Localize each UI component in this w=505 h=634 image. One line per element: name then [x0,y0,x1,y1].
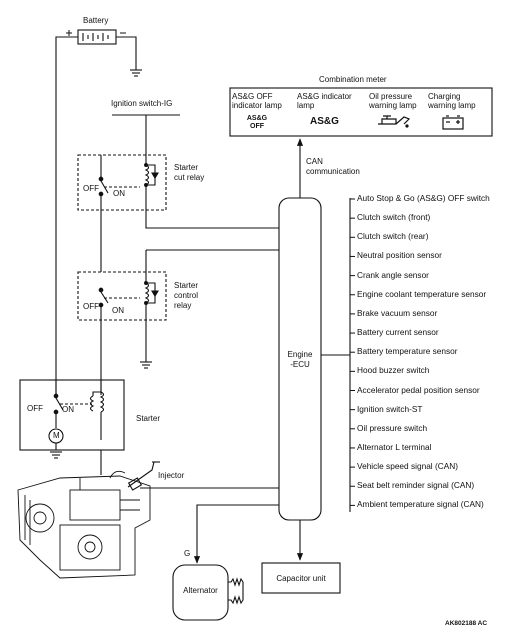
ecu-input-8: Battery temperature sensor [357,346,458,357]
engine-ecu-label-1: Engine [287,350,313,359]
ecu-input-5: Engine coolant temperature sensor [357,288,487,299]
starter-control-relay-coil [144,250,159,362]
starter-cut-relay-coil [144,155,159,210]
meter-item-asg-line2: lamp [297,101,315,110]
combination-meter-label: Combination meter [319,75,387,84]
battery-icon [442,115,464,130]
meter-item-charging-line1: Charging [428,92,461,101]
ecu-input-13: Alternator L terminal [357,441,432,452]
asg-symbol: AS&G [310,116,339,127]
battery-symbol [77,29,117,45]
engine-illustration [17,470,151,579]
starter-motor-icon [48,428,64,450]
starter-box [19,379,125,451]
cut-relay-ecu-wire [145,210,279,229]
ecu-input-15: Seat belt reminder signal (CAN) [357,480,475,491]
ecu-alternator-wire [193,504,279,564]
ecu-input-1: Clutch switch (front) [357,212,431,223]
starter-on-label: ON [62,405,74,414]
ignition-switch-label: Ignition switch-IG [111,99,173,108]
ecu-input-10: Accelerator pedal position sensor [357,384,480,395]
control-relay-off-label: OFF [83,302,99,311]
battery-ground-icon [130,69,142,77]
starter-cut-relay-label-1: Starter [174,163,199,172]
alternator-symbol [172,564,244,621]
battery-plus-minus [66,30,126,36]
engine-ecu-label-2: -ECU [290,360,310,369]
ecu-input-16: Ambient temperature signal (CAN) [357,499,484,510]
ecu-input-4: Crank angle sensor [357,269,429,280]
starter-control-relay-label-2: control [174,291,199,300]
can-label-1: CAN [306,157,323,166]
starter-motor-label: M [53,431,60,440]
ecu-input-6: Brake vacuum sensor [357,307,438,318]
meter-item-oil-line1: Oil pressure [369,92,413,101]
cut-relay-off-label: OFF [83,184,99,193]
meter-item-asg-off-line1: AS&G OFF [232,92,273,101]
starter-cut-relay-label-2: cut relay [174,173,205,182]
meter-item-asg-off-line2: indicator lamp [232,101,282,110]
starter-off-label: OFF [27,404,43,413]
battery-positive-wire [55,36,78,395]
alternator-terminal-label: G [184,549,191,558]
starter-control-relay-label-1: Starter [174,281,199,290]
starter-control-relay-switch [98,287,140,308]
asg-off-symbol: AS&G OFF [246,115,268,130]
ecu-input-7: Battery current sensor [357,327,439,338]
battery-label: Battery [83,16,109,25]
figure-code: AK802188 AC [445,620,488,627]
ecu-input-2: Clutch switch (rear) [357,231,429,242]
injector-symbol [127,461,160,491]
can-label-2: communication [306,167,360,176]
oil-can-icon [378,115,411,128]
meter-item-charging-line2: warning lamp [428,101,476,110]
starter-control-relay-box [77,271,167,321]
meter-item-oil-line2: warning lamp [369,101,417,110]
starter-control-relay-label-3: relay [174,301,192,310]
starter-cut-relay-box [77,154,167,211]
battery-negative-wire [116,36,137,70]
alternator-label: Alternator [183,586,218,595]
injector-label: Injector [158,471,185,480]
ecu-input-9: Hood buzzer switch [357,365,430,376]
ecu-input-12: Oil pressure switch [357,422,428,433]
control-relay-ground-icon [140,361,152,369]
control-relay-on-label: ON [112,306,124,315]
starter-label: Starter [136,414,161,423]
starter-ground-icon [50,451,62,459]
starter-solenoid-switch [53,380,92,428]
cut-relay-on-label: ON [113,189,125,198]
combination-meter-box [229,87,493,137]
ecu-input-14: Vehicle speed signal (CAN) [357,461,458,472]
ecu-input-0: Auto Stop & Go (AS&G) OFF switch [357,193,490,203]
ecu-input-3: Neutral position sensor [357,250,442,261]
capacitor-unit-label: Capacitor unit [276,574,326,583]
starter-solenoid-coils [89,380,105,440]
capacitor-unit-box [261,562,341,594]
meter-item-asg-line1: AS&G indicator [297,92,352,101]
starter-cut-relay-switch [98,155,140,202]
ecu-input-11: Ignition switch-ST [357,403,423,414]
